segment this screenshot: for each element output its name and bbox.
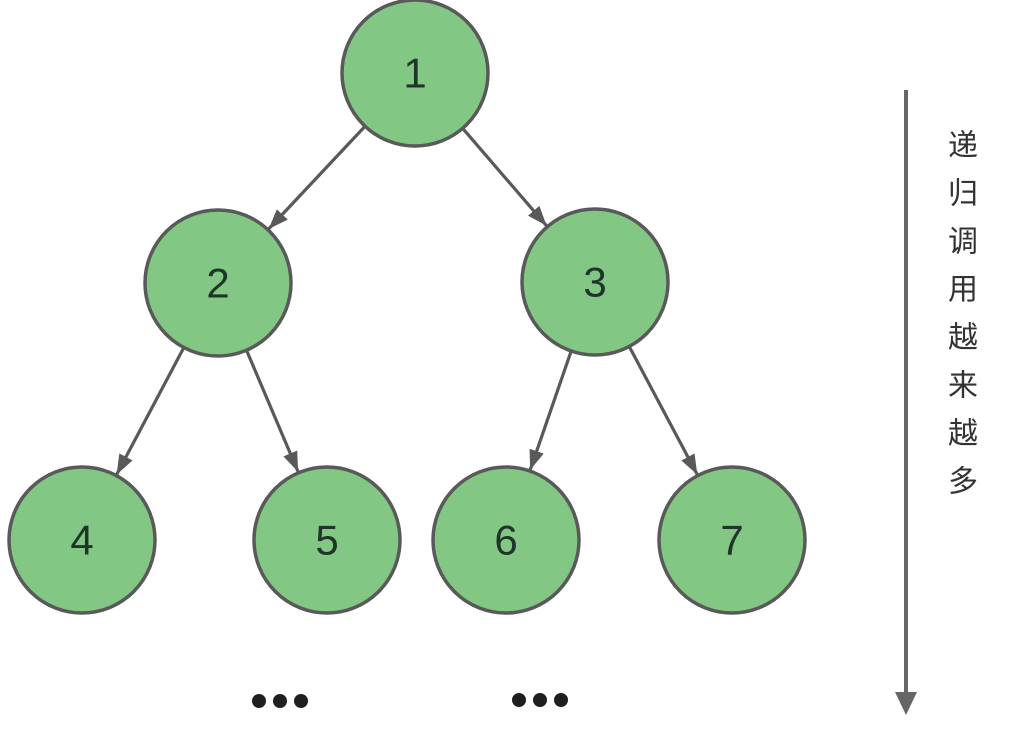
annotation-char: 来 [948,370,978,403]
ellipsis-dot [533,693,547,707]
ellipsis-dot [554,693,568,707]
tree-node-5: 5 [252,465,402,615]
tree-node-3: 3 [520,207,670,357]
ellipsis-dot [252,694,266,708]
tree-node-1: 1 [340,0,490,148]
tree-node-label: 7 [720,517,743,564]
ellipsis-dots-1 [252,694,308,708]
tree-node-circle [431,465,581,615]
annotation-char: 递 [948,130,978,163]
annotation-char: 多 [948,466,978,499]
tree-node-label: 3 [583,259,606,306]
tree-node-circle [520,207,670,357]
tree-node-2: 2 [143,208,293,358]
tree-edge-2-4 [115,346,186,476]
tree-node-7: 7 [657,465,807,615]
tree-node-label: 6 [494,517,517,564]
tree-node-circle [252,465,402,615]
tree-node-label: 4 [70,517,93,564]
annotation-char: 越 [948,418,978,451]
tree-node-label: 1 [403,50,426,97]
tree-edge-3-7 [627,345,699,476]
tree-node-label: 2 [206,260,229,307]
ellipsis-dots-2 [512,693,568,707]
annotation-char: 归 [948,178,978,211]
tree-node-circle [7,465,157,615]
tree-node-6: 6 [431,465,581,615]
annotation-char: 调 [948,226,978,259]
tree-edge-1-3 [461,127,548,227]
tree-node-label: 5 [315,517,338,564]
tree-node-circle [340,0,490,148]
annotation-char: 越 [948,322,978,355]
tree-edge-3-6 [528,350,573,471]
recursion-depth-arrowhead [895,692,917,715]
tree-node-circle [143,208,293,358]
tree-node-circle [657,465,807,615]
tree-edge-1-2 [267,125,367,231]
tree-edge-2-5 [245,349,300,473]
ellipsis-dot [294,694,308,708]
tree-node-4: 4 [7,465,157,615]
ellipsis-dot [512,693,526,707]
annotation-char: 用 [948,274,978,307]
recursion-depth-arrow [895,90,917,715]
ellipsis-dot [273,694,287,708]
